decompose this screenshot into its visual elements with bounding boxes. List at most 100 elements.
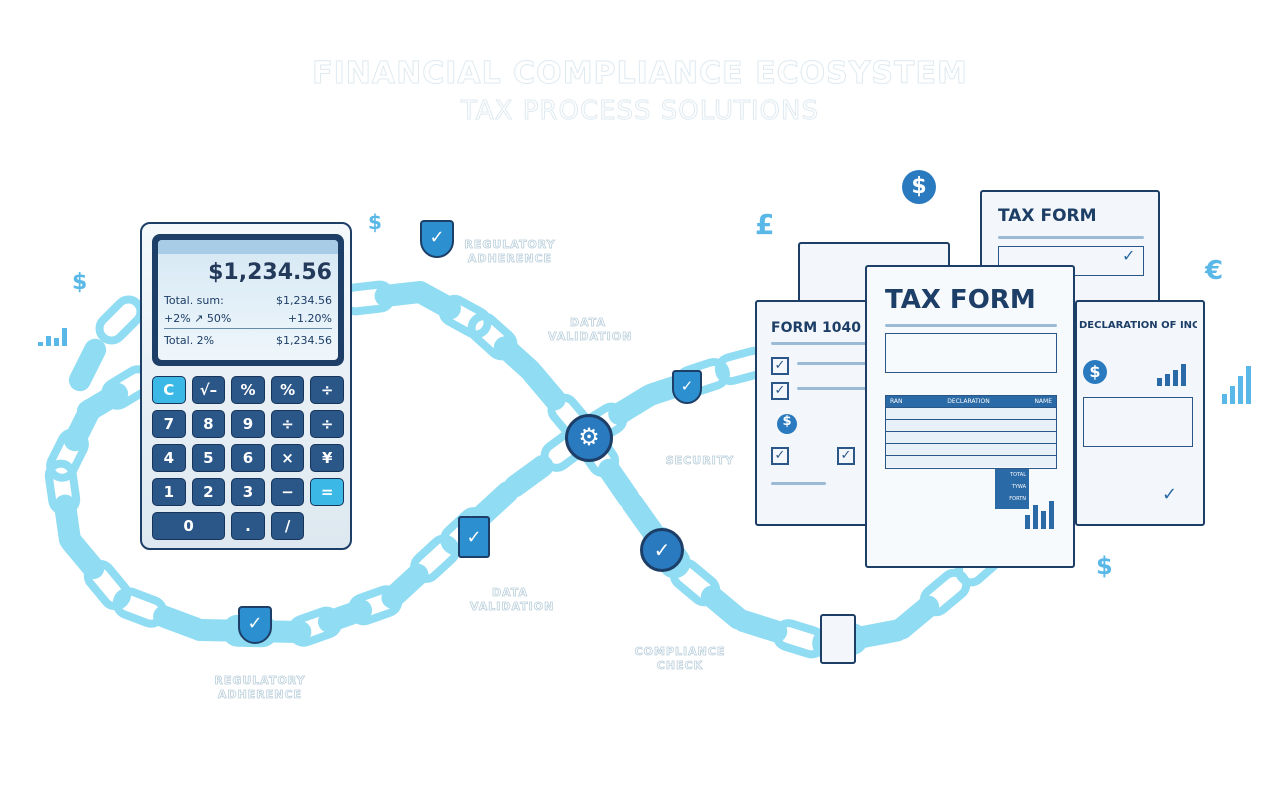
dollar-icon: $ xyxy=(72,270,88,295)
label-data-validation: DATA VALIDATION xyxy=(548,316,633,344)
table-header: NAME xyxy=(1034,398,1052,405)
table-header: DECLARATION xyxy=(947,398,990,405)
calculator-key[interactable]: / xyxy=(270,512,305,540)
calculator-key[interactable]: % xyxy=(231,376,265,404)
total-label: TYWA xyxy=(1011,484,1026,490)
display-row: Total. 2% $1,234.56 xyxy=(164,334,332,347)
document-form-1040: FORM 1040 ✓ ✓ $ ✓ ✓ xyxy=(755,300,880,526)
calculator-key[interactable]: − xyxy=(270,478,305,506)
calculator-key[interactable]: % xyxy=(270,376,305,404)
euro-icon: € xyxy=(1205,256,1224,286)
gear-icon: ⚙ xyxy=(565,414,613,462)
check-icon: ✓ xyxy=(1162,484,1178,505)
calculator-key[interactable]: ÷ xyxy=(310,410,344,438)
chain-link xyxy=(410,534,460,583)
document-icon xyxy=(820,614,856,664)
calculator-key[interactable]: ÷ xyxy=(310,376,344,404)
dollar-icon: $ xyxy=(368,210,382,234)
chain-link xyxy=(890,595,940,640)
calculator-key[interactable]: C xyxy=(152,376,186,404)
table-header: RAN xyxy=(890,398,903,405)
main-form-title: TAX FORM xyxy=(885,285,1036,315)
income-table xyxy=(1083,397,1193,447)
pound-icon: £ xyxy=(755,208,775,241)
chain-link xyxy=(83,559,132,611)
display-row: +2% ↗ 50% +1.20% xyxy=(164,312,332,329)
calculator-key[interactable]: √– xyxy=(191,376,226,404)
chain-link xyxy=(188,618,245,642)
chain-link xyxy=(521,362,566,411)
calculator-key[interactable]: ¥ xyxy=(310,444,344,472)
declaration-title: DECLARATION OF INCOME xyxy=(1079,320,1197,331)
checkbox-checked: ✓ xyxy=(771,382,789,400)
chain-link xyxy=(438,294,492,339)
bar-chart-icon xyxy=(38,326,67,346)
screen-status-bar xyxy=(158,240,338,254)
label-data-validation: DATA VALIDATION xyxy=(470,586,555,614)
calculator-key[interactable]: 5 xyxy=(191,444,226,472)
bar-chart-icon xyxy=(1157,362,1186,386)
page-subtitle: TAX PROCESS SOLUTIONS xyxy=(461,96,819,127)
chain-link xyxy=(381,563,429,609)
total-label: FORTN xyxy=(1009,496,1026,502)
chain-link xyxy=(68,338,107,392)
calculator-key[interactable]: ÷ xyxy=(270,410,305,438)
calculator-screen: $1,234.56 Total. sum: $1,234.56 +2% ↗ 50%… xyxy=(152,234,344,366)
checkbox-checked: ✓ xyxy=(771,447,789,465)
calculator-key[interactable]: 8 xyxy=(191,410,226,438)
calculator-key[interactable]: 6 xyxy=(231,444,265,472)
row-value: +1.20% xyxy=(287,312,332,325)
label-compliance-check: COMPLIANCE CHECK xyxy=(634,645,726,673)
row-label: Total. 2% xyxy=(164,334,215,347)
total-label: TOTAL xyxy=(1010,472,1026,478)
row-label: Total. sum: xyxy=(164,294,224,307)
calculator-key[interactable]: 3 xyxy=(231,478,265,506)
calculator: $1,234.56 Total. sum: $1,234.56 +2% ↗ 50%… xyxy=(140,222,352,550)
row-label: +2% ↗ 50% xyxy=(164,312,232,325)
dollar-icon: $ xyxy=(777,414,797,434)
checkbox-checked: ✓ xyxy=(771,357,789,375)
display-row: Total. sum: $1,234.56 xyxy=(164,294,332,307)
form-header-box xyxy=(885,333,1057,373)
row-value: $1,234.56 xyxy=(276,334,332,347)
bar-chart-icon xyxy=(1222,364,1251,404)
display-total: $1,234.56 xyxy=(208,260,332,285)
dollar-coin-icon: $ xyxy=(902,170,936,204)
label-security: SECURITY xyxy=(665,454,735,468)
calculator-key[interactable]: = xyxy=(310,478,344,506)
check-circle-icon: ✓ xyxy=(640,528,684,572)
dollar-icon: $ xyxy=(1083,360,1107,384)
calculator-key[interactable]: 0 xyxy=(152,512,226,540)
chain-link xyxy=(46,428,89,482)
check-icon: ✓ xyxy=(1122,246,1136,265)
calculator-key[interactable]: . xyxy=(231,512,265,540)
totals-column: TOTAL TYWA FORTN xyxy=(995,469,1029,509)
document-main-tax-form: TAX FORM RAN DECLARATION NAME TOTAL TYWA F… xyxy=(865,265,1075,568)
shield-check-icon: ✓ xyxy=(238,606,272,644)
calculator-key[interactable]: × xyxy=(270,444,305,472)
chain-link xyxy=(732,610,788,643)
back-form-title: TAX FORM xyxy=(998,206,1097,226)
page-title: FINANCIAL COMPLIANCE ECOSYSTEM xyxy=(312,56,968,92)
label-regulatory-adherence: REGULATORY ADHERENCE xyxy=(214,674,306,702)
document-check-icon: ✓ xyxy=(458,516,490,558)
calculator-key[interactable]: 9 xyxy=(231,410,265,438)
chain-link xyxy=(60,530,105,580)
shield-check-icon: ✓ xyxy=(672,370,702,404)
document-declaration-of-income: DECLARATION OF INCOME $ ✓ xyxy=(1075,300,1205,526)
label-regulatory-adherence: REGULATORY ADHERENCE xyxy=(464,238,556,266)
bar-chart-icon xyxy=(1025,499,1054,529)
row-value: $1,234.56 xyxy=(276,294,332,307)
form-1040-title: FORM 1040 xyxy=(771,320,862,336)
calculator-key[interactable]: 1 xyxy=(152,478,186,506)
checkbox-checked: ✓ xyxy=(837,447,855,465)
shield-check-icon: ✓ xyxy=(420,220,454,258)
calculator-key[interactable]: 4 xyxy=(152,444,186,472)
chain-link xyxy=(317,599,373,633)
chain-link xyxy=(95,295,145,345)
calculator-key[interactable]: 7 xyxy=(152,410,186,438)
calculator-key[interactable]: 2 xyxy=(191,478,226,506)
declaration-table: RAN DECLARATION NAME xyxy=(885,395,1057,469)
dollar-icon: $ xyxy=(1096,552,1113,580)
